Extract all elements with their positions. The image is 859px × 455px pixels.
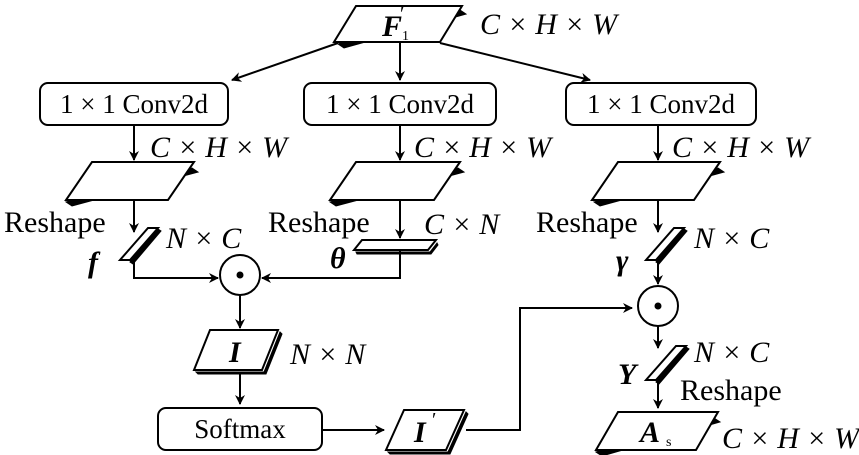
attention-shape-label: N × N xyxy=(289,338,367,371)
branch1-shape-label: C × H × W xyxy=(150,131,290,164)
f-symbol: f xyxy=(88,246,101,279)
output-y-parallelogram xyxy=(643,345,689,381)
branch-3: 1 × 1 Conv2d C × H × W Reshape N × C γ xyxy=(536,82,812,277)
branch-1: 1 × 1 Conv2d C × H × W Reshape N × C f xyxy=(4,82,290,279)
final-output-shape-label: C × H × W xyxy=(722,422,859,455)
feature-map-2 xyxy=(328,161,462,201)
attention-symbol: I xyxy=(228,336,242,369)
f-shape-label: N × C xyxy=(165,222,242,255)
reshape-label-2: Reshape xyxy=(268,206,370,239)
input-prime: ′ xyxy=(400,3,404,25)
branch3-shape-label: C × H × W xyxy=(672,131,812,164)
attention-normalized-node: I ′ xyxy=(384,409,469,455)
conv-label-2: 1 × 1 Conv2d xyxy=(326,89,474,119)
reshape-label-3: Reshape xyxy=(536,206,638,239)
feature-map-3 xyxy=(590,161,722,201)
output-y-symbol: Y xyxy=(618,358,639,391)
arrow-f-to-dot1 xyxy=(133,260,219,283)
attention-normalized-symbol: I xyxy=(413,416,427,449)
softmax-label: Softmax xyxy=(194,414,286,444)
input-shape-label: C × H × W xyxy=(480,8,620,41)
output-y-node: Y N × C Reshape xyxy=(618,336,782,407)
final-output-node: A s C × H × W xyxy=(594,411,859,455)
output-y-shape-label: N × C xyxy=(693,336,770,369)
conv-box-3 xyxy=(565,82,757,126)
branch2-shape-label: C × H × W xyxy=(414,131,554,164)
arrow-theta-to-dot1 xyxy=(261,250,401,283)
final-output-symbol: A xyxy=(638,416,660,449)
gamma-shape-label: N × C xyxy=(693,222,770,255)
final-output-parallelogram xyxy=(594,411,720,451)
attention-parallelogram xyxy=(192,329,280,371)
theta-symbol: θ xyxy=(330,242,346,275)
reshape-label-1: Reshape xyxy=(4,206,106,239)
reshaped-theta-node xyxy=(351,239,439,251)
input-parallelogram xyxy=(332,5,464,43)
final-output-subscript: s xyxy=(666,435,671,450)
reshaped-gamma-node xyxy=(643,227,687,261)
arrow-input-to-conv3 xyxy=(439,42,591,83)
reshape-label-output: Reshape xyxy=(680,374,782,407)
theta-shape-label: C × N xyxy=(424,208,501,241)
dot-operator-2 xyxy=(654,302,662,310)
branch-2: 1 × 1 Conv2d C × H × W Reshape C × N θ xyxy=(268,82,554,275)
attention-node: I N × N xyxy=(192,329,367,375)
reshaped-f-node xyxy=(117,227,161,261)
gamma-symbol: γ xyxy=(616,244,629,277)
conv-label-1: 1 × 1 Conv2d xyxy=(60,89,208,119)
attention-normalized-prime: ′ xyxy=(432,409,436,431)
input-subscript: 1 xyxy=(402,29,409,44)
feature-map-1 xyxy=(64,161,196,201)
attention-normalized-parallelogram xyxy=(384,409,466,451)
input-tensor-node: F ′ 1 xyxy=(332,3,468,49)
input-symbol: F xyxy=(381,10,402,43)
dot-operator-1 xyxy=(236,271,244,279)
conv-label-3: 1 × 1 Conv2d xyxy=(587,89,735,119)
arrow-I-prime-to-dot2 xyxy=(466,303,633,431)
arrow-input-to-conv1 xyxy=(231,42,339,82)
